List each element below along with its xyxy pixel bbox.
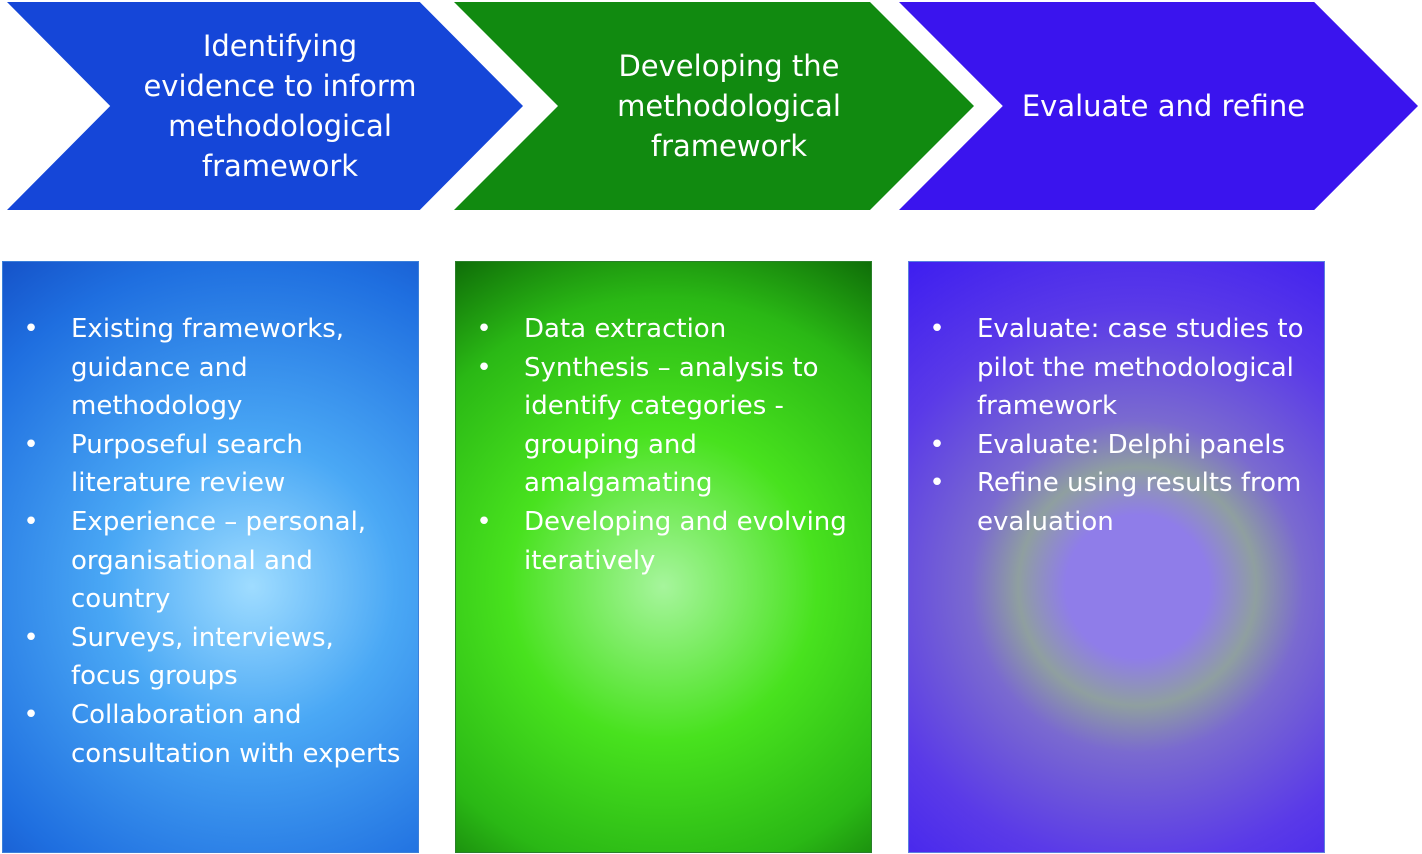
bullet-icon: • bbox=[23, 506, 39, 537]
bullet-icon: • bbox=[23, 429, 39, 460]
bullet-icon: • bbox=[476, 506, 492, 537]
list-item-text: Data extraction bbox=[524, 314, 727, 344]
list-item-text: Collaboration and consultation with expe… bbox=[71, 699, 401, 769]
stage-1-chevron: Identifying evidence to inform methodolo… bbox=[7, 2, 523, 210]
bullet-icon: • bbox=[929, 314, 945, 344]
stage-2-detail-box: • Data extraction • Synthesis – analysis t… bbox=[455, 261, 872, 853]
stage-3-title: Evaluate and refine bbox=[1021, 89, 1306, 123]
stage-3-detail-box: • Evaluate: case studies to pilot the met… bbox=[908, 261, 1325, 853]
list-item-text: Surveys, interviews, focus groups bbox=[71, 622, 334, 692]
bullet-icon: • bbox=[476, 352, 492, 383]
list-item: • Collaboration and consultation with exp… bbox=[3, 696, 418, 773]
list-item: • Evaluate: case studies to pilot the met… bbox=[909, 310, 1324, 426]
list-item-text: Purposeful search literature review bbox=[71, 429, 303, 499]
stage-2-title: Developing the methodological framework bbox=[617, 49, 841, 163]
stage-1-bullet-list: • Existing frameworks, guidance and metho… bbox=[3, 310, 418, 773]
stage-3-bullet-list: • Evaluate: case studies to pilot the met… bbox=[909, 310, 1324, 542]
list-item: • Refine using results from evaluation bbox=[909, 464, 1324, 541]
stage-3-chevron: Evaluate and refine bbox=[899, 2, 1418, 210]
list-item: • Purposeful search literature review bbox=[3, 426, 418, 503]
list-item-text: Refine using results from evaluation bbox=[977, 468, 1302, 537]
list-item: • Experience – personal, organisational a… bbox=[3, 503, 418, 619]
list-item: • Data extraction bbox=[456, 310, 871, 349]
bullet-icon: • bbox=[23, 622, 39, 653]
list-item-text: Synthesis – analysis to identify categor… bbox=[524, 352, 819, 499]
stage-1-detail-box: • Existing frameworks, guidance and metho… bbox=[2, 261, 419, 853]
bullet-icon: • bbox=[929, 429, 945, 460]
list-item-text: Experience – personal, organisational an… bbox=[71, 506, 367, 615]
stage-2-chevron: Developing the methodological framework bbox=[454, 2, 974, 210]
bullet-icon: • bbox=[929, 468, 945, 499]
list-item: • Evaluate: Delphi panels bbox=[909, 426, 1324, 465]
bullet-icon: • bbox=[23, 314, 39, 344]
bullet-icon: • bbox=[476, 314, 492, 344]
list-item: • Developing and evolving iteratively bbox=[456, 503, 871, 580]
list-item-text: Existing frameworks, guidance and method… bbox=[71, 314, 345, 422]
list-item-text: Evaluate: Delphi panels bbox=[977, 429, 1285, 460]
bullet-icon: • bbox=[23, 699, 39, 730]
list-item: • Existing frameworks, guidance and metho… bbox=[3, 310, 418, 426]
list-item-text: Developing and evolving iteratively bbox=[524, 506, 847, 576]
list-item: • Synthesis – analysis to identify catego… bbox=[456, 349, 871, 503]
list-item-text: Evaluate: case studies to pilot the meth… bbox=[977, 314, 1304, 422]
stage-2-bullet-list: • Data extraction • Synthesis – analysis t… bbox=[456, 310, 871, 580]
stage-1-title: Identifying evidence to inform methodolo… bbox=[143, 29, 417, 183]
list-item: • Surveys, interviews, focus groups bbox=[3, 619, 418, 696]
